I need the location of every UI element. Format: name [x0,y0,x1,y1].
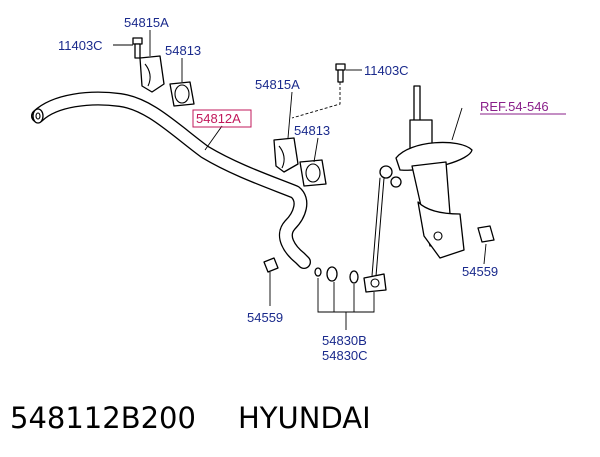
nut-right [477,225,495,243]
bushing-right [299,159,327,187]
caption-brand: HYUNDAI [238,401,371,435]
bolt-top-right [335,63,346,83]
label-nut-bottom: 54559 [247,310,283,325]
label-bushing-right: 54813 [294,123,330,138]
bushing-bracket-right [273,137,299,173]
label-stabilizer-bar: 54812A [196,111,241,126]
stabilizer-bar-label-highlight [192,109,252,128]
bushing-left [169,81,195,107]
washers [314,266,359,284]
nut-bottom [263,257,279,273]
bushing-bracket-left [139,55,165,93]
label-link-b: 54830B [322,333,367,348]
stabilizer-bar [31,91,311,269]
label-bushing-left: 54813 [165,43,201,58]
stabilizer-link [363,165,402,293]
strut-assembly [395,85,473,259]
label-bushing-bracket-right: 54815A [255,77,300,92]
label-bolt-top-right: 11403C [364,63,409,78]
bolt-top-left [132,37,143,59]
label-bolt-top-left: 11403C [58,38,103,53]
label-strut-ref: REF.54-546 [480,99,549,114]
label-link-c: 54830C [322,348,368,363]
label-nut-right: 54559 [462,264,498,279]
caption-part-number: 548112B200 [10,401,196,435]
label-bushing-bracket-left: 54815A [124,15,169,30]
leader-lines [113,30,487,330]
